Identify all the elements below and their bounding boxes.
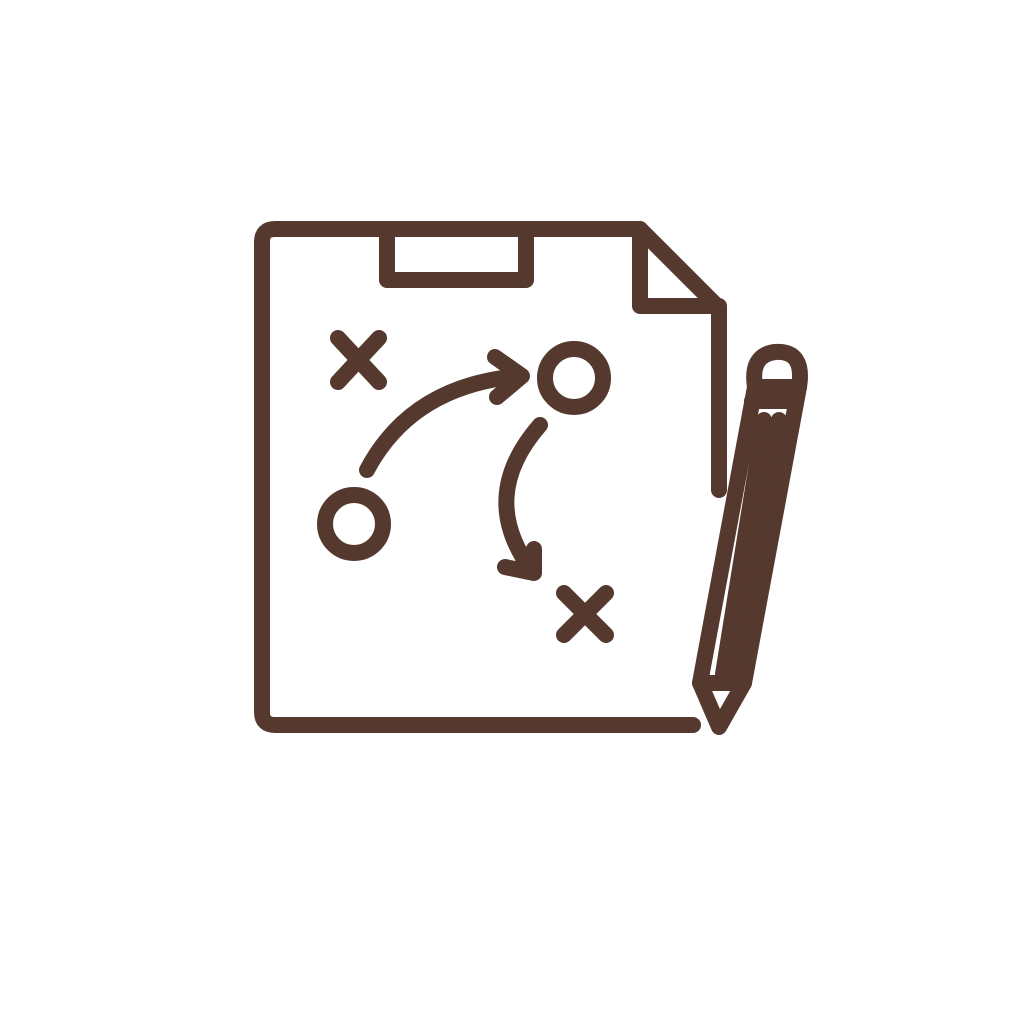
- clipboard-sheet-outline: [254, 221, 727, 733]
- x-mark-icon: [330, 330, 387, 390]
- pencil-icon: [692, 343, 808, 735]
- clipboard-clip-icon: [379, 221, 534, 288]
- curved-arrow-icon: [359, 349, 530, 478]
- x-mark-icon: [556, 585, 614, 643]
- curved-arrow-icon: [497, 417, 548, 581]
- o-mark-icon: [537, 341, 611, 415]
- folded-corner-icon: [632, 221, 727, 314]
- o-mark-icon: [317, 487, 391, 561]
